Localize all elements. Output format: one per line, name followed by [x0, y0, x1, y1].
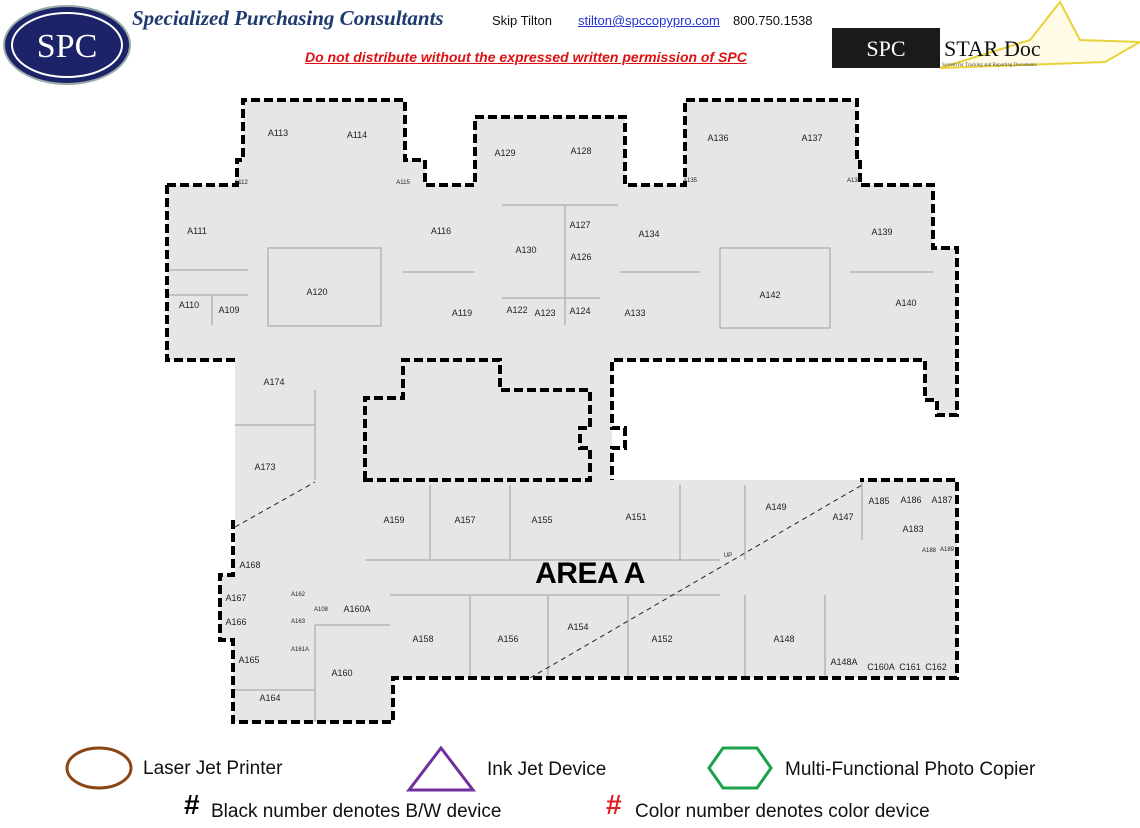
- room-label: A120: [306, 287, 328, 297]
- room-label: A185: [868, 496, 890, 506]
- room-label: C160A: [867, 662, 895, 672]
- room-label: A186: [900, 495, 922, 505]
- area-diagonals: [234, 481, 863, 679]
- room-label: A148A: [830, 657, 858, 667]
- room-label: A147: [832, 512, 854, 522]
- room-label: A114: [346, 130, 368, 140]
- room-label: A152: [651, 634, 673, 644]
- room-label: A119: [451, 308, 473, 318]
- spc-logo: SPC: [3, 5, 131, 85]
- room-label: A142: [759, 290, 781, 300]
- room-label: A156: [497, 634, 519, 644]
- room-label: A164: [259, 693, 281, 703]
- legend-color: Color number denotes color device: [635, 801, 930, 822]
- distribution-warning: Do not distribute without the expressed …: [305, 49, 747, 65]
- room-label: A126: [570, 252, 592, 262]
- room-label: A160A: [343, 604, 371, 614]
- room-label: A113: [267, 128, 289, 138]
- room-label: A128: [570, 146, 592, 156]
- stardoc-spc: SPC: [866, 36, 905, 61]
- room-label: A174: [263, 377, 285, 387]
- room-label: A160: [331, 668, 353, 678]
- room-label: C161: [899, 662, 921, 672]
- room-label: A133: [624, 308, 646, 318]
- star-doc-logo: SPC STAR Doc System for Tracking and Rep…: [832, 0, 1140, 69]
- room-label: A116: [430, 226, 452, 236]
- room-label: A112: [234, 180, 248, 186]
- room-label: A135: [682, 178, 698, 184]
- room-label: A159: [383, 515, 405, 525]
- room-label: A167: [225, 593, 247, 603]
- room-label: A189: [939, 547, 955, 553]
- room-label: A187: [931, 495, 953, 505]
- stardoc-sub: System for Tracking and Reporting Docume…: [942, 63, 1037, 68]
- room-label: A108: [313, 607, 329, 613]
- room-label: A122: [506, 305, 528, 315]
- room-label: A111: [187, 226, 207, 236]
- contact-phone: 800.750.1538: [733, 13, 813, 28]
- room-label: C162: [925, 662, 947, 672]
- laser-printer-icon: [65, 746, 133, 790]
- room-label: A166: [225, 617, 247, 627]
- legend-inkjet: Ink Jet Device: [487, 759, 607, 780]
- legend-bw: Black number denotes B/W device: [211, 801, 502, 822]
- room-label: A155: [531, 515, 553, 525]
- room-label: A149: [765, 502, 787, 512]
- contact-email-link[interactable]: stilton@spccopypro.com: [578, 13, 720, 28]
- room-label: A124: [569, 306, 591, 316]
- color-hash-symbol: #: [606, 789, 622, 820]
- room-label: A115: [396, 180, 410, 186]
- room-label: A148: [773, 634, 795, 644]
- room-label: A161A: [290, 647, 310, 653]
- room-label: A162: [290, 592, 306, 598]
- room-label: A109: [218, 305, 240, 315]
- legend-mfp: Multi-Functional Photo Copier: [785, 759, 1036, 780]
- room-label: A151: [625, 512, 647, 522]
- room-label: A168: [239, 560, 261, 570]
- room-label: A183: [902, 524, 924, 534]
- logo-text: SPC: [37, 28, 98, 65]
- interior-walls: [167, 204, 933, 722]
- ink-jet-icon: [405, 745, 477, 792]
- company-name: Specialized Purchasing Consultants: [132, 6, 444, 30]
- room-label: A154: [567, 622, 589, 632]
- room-label: A138: [846, 178, 862, 184]
- room-label: A137: [801, 133, 823, 143]
- building-fill: [167, 100, 957, 722]
- legend-laser: Laser Jet Printer: [143, 758, 283, 779]
- room-label: A163: [290, 619, 306, 625]
- room-label: A127: [569, 220, 591, 230]
- room-label: A158: [412, 634, 434, 644]
- area-label: AREA A: [535, 557, 645, 590]
- bw-hash-symbol: #: [184, 789, 200, 820]
- multifunction-copier-icon: [707, 746, 773, 790]
- room-label: A110: [178, 300, 200, 310]
- room-label: A129: [494, 148, 516, 158]
- svg-text:STAR Doc: STAR Doc: [944, 36, 1041, 61]
- room-label: A157: [454, 515, 476, 525]
- room-label: A139: [871, 227, 893, 237]
- room-label: A140: [895, 298, 917, 308]
- room-label: A188: [921, 548, 937, 554]
- room-label: A134: [638, 229, 660, 239]
- room-label: A165: [238, 655, 260, 665]
- room-label: A173: [254, 462, 276, 472]
- room-label: A123: [534, 308, 556, 318]
- room-label: A136: [707, 133, 729, 143]
- contact-name: Skip Tilton: [492, 13, 552, 28]
- area-boundary: [165, 98, 959, 724]
- stair-up-label: UP: [723, 553, 733, 559]
- room-label: A130: [515, 245, 537, 255]
